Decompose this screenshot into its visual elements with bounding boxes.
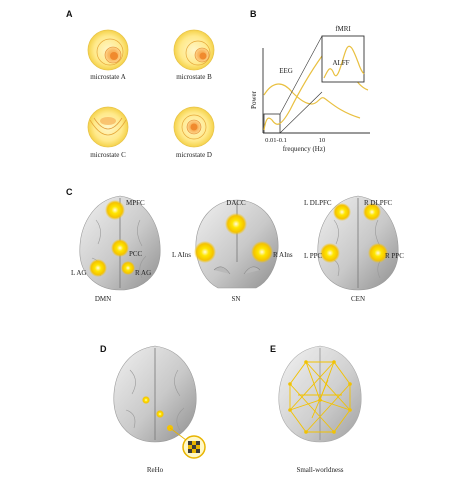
microstate-a-label: microstate A bbox=[90, 73, 126, 81]
microstate-a-map bbox=[87, 29, 129, 71]
x-tick-10: 10 bbox=[319, 137, 326, 144]
panel-label-a: A bbox=[66, 9, 73, 19]
cen-label-rdlpfc: R DLPFC bbox=[364, 199, 393, 207]
alff-curve bbox=[323, 45, 365, 79]
cen-label-lppc: L PPC bbox=[304, 252, 323, 260]
alff-label: ALFF bbox=[332, 59, 349, 67]
dmn-label-lag: L AG bbox=[71, 269, 87, 277]
cen-label-ldlpfc: L DLPFC bbox=[304, 199, 332, 207]
dmn-label-mpfc: MPFC bbox=[126, 199, 145, 207]
sn-label-dacc: DACC bbox=[226, 199, 246, 207]
sn-label-lains: L AIns bbox=[172, 251, 191, 259]
power-spectrum-plot: fMRI ALFF EEG Power 0.01-0.1 10 frequenc… bbox=[250, 25, 370, 153]
cen-brain bbox=[317, 195, 399, 291]
smallworld-nodes bbox=[288, 360, 352, 434]
microstate-c-label: microstate C bbox=[90, 151, 126, 159]
x-axis-label: frequency (Hz) bbox=[283, 145, 326, 153]
microstate-d-map bbox=[173, 106, 215, 148]
cen-label-rppc: R PPC bbox=[385, 252, 404, 260]
panel-label-b: B bbox=[250, 9, 257, 19]
panel-label-c: C bbox=[66, 187, 73, 197]
cen-name: CEN bbox=[351, 295, 365, 303]
fmri-label: fMRI bbox=[335, 25, 351, 33]
sn-hotspots bbox=[194, 213, 273, 263]
sn-label-rains: R AIns bbox=[273, 251, 293, 259]
reho-brain bbox=[113, 345, 197, 443]
panel-label-e: E bbox=[270, 344, 276, 354]
low-frequency-box bbox=[263, 113, 281, 134]
reho-label: ReHo bbox=[147, 466, 164, 474]
microstate-d-label: microstate D bbox=[176, 151, 212, 159]
microstate-b-label: microstate B bbox=[176, 73, 212, 81]
reho-zoom-circle bbox=[182, 435, 206, 459]
y-axis-label: Power bbox=[250, 90, 258, 109]
microstate-c-map bbox=[87, 106, 129, 148]
sn-brain bbox=[195, 199, 279, 289]
smallworld-brain bbox=[278, 345, 362, 443]
dmn-label-rag: R AG bbox=[135, 269, 151, 277]
dmn-name: DMN bbox=[95, 295, 111, 303]
x-tick-low: 0.01-0.1 bbox=[265, 137, 287, 144]
microstate-b-map bbox=[173, 29, 215, 71]
cen-hotspots bbox=[320, 203, 388, 263]
reho-hotspots bbox=[142, 396, 173, 431]
panel-label-d: D bbox=[100, 344, 107, 354]
sn-name: SN bbox=[232, 295, 241, 303]
eeg-label: EEG bbox=[279, 67, 293, 75]
eeg-curve bbox=[263, 83, 361, 119]
smallworld-label: Small-worldness bbox=[296, 466, 343, 474]
dmn-label-pcc: PCC bbox=[129, 250, 143, 258]
dmn-hotspots bbox=[89, 200, 135, 277]
